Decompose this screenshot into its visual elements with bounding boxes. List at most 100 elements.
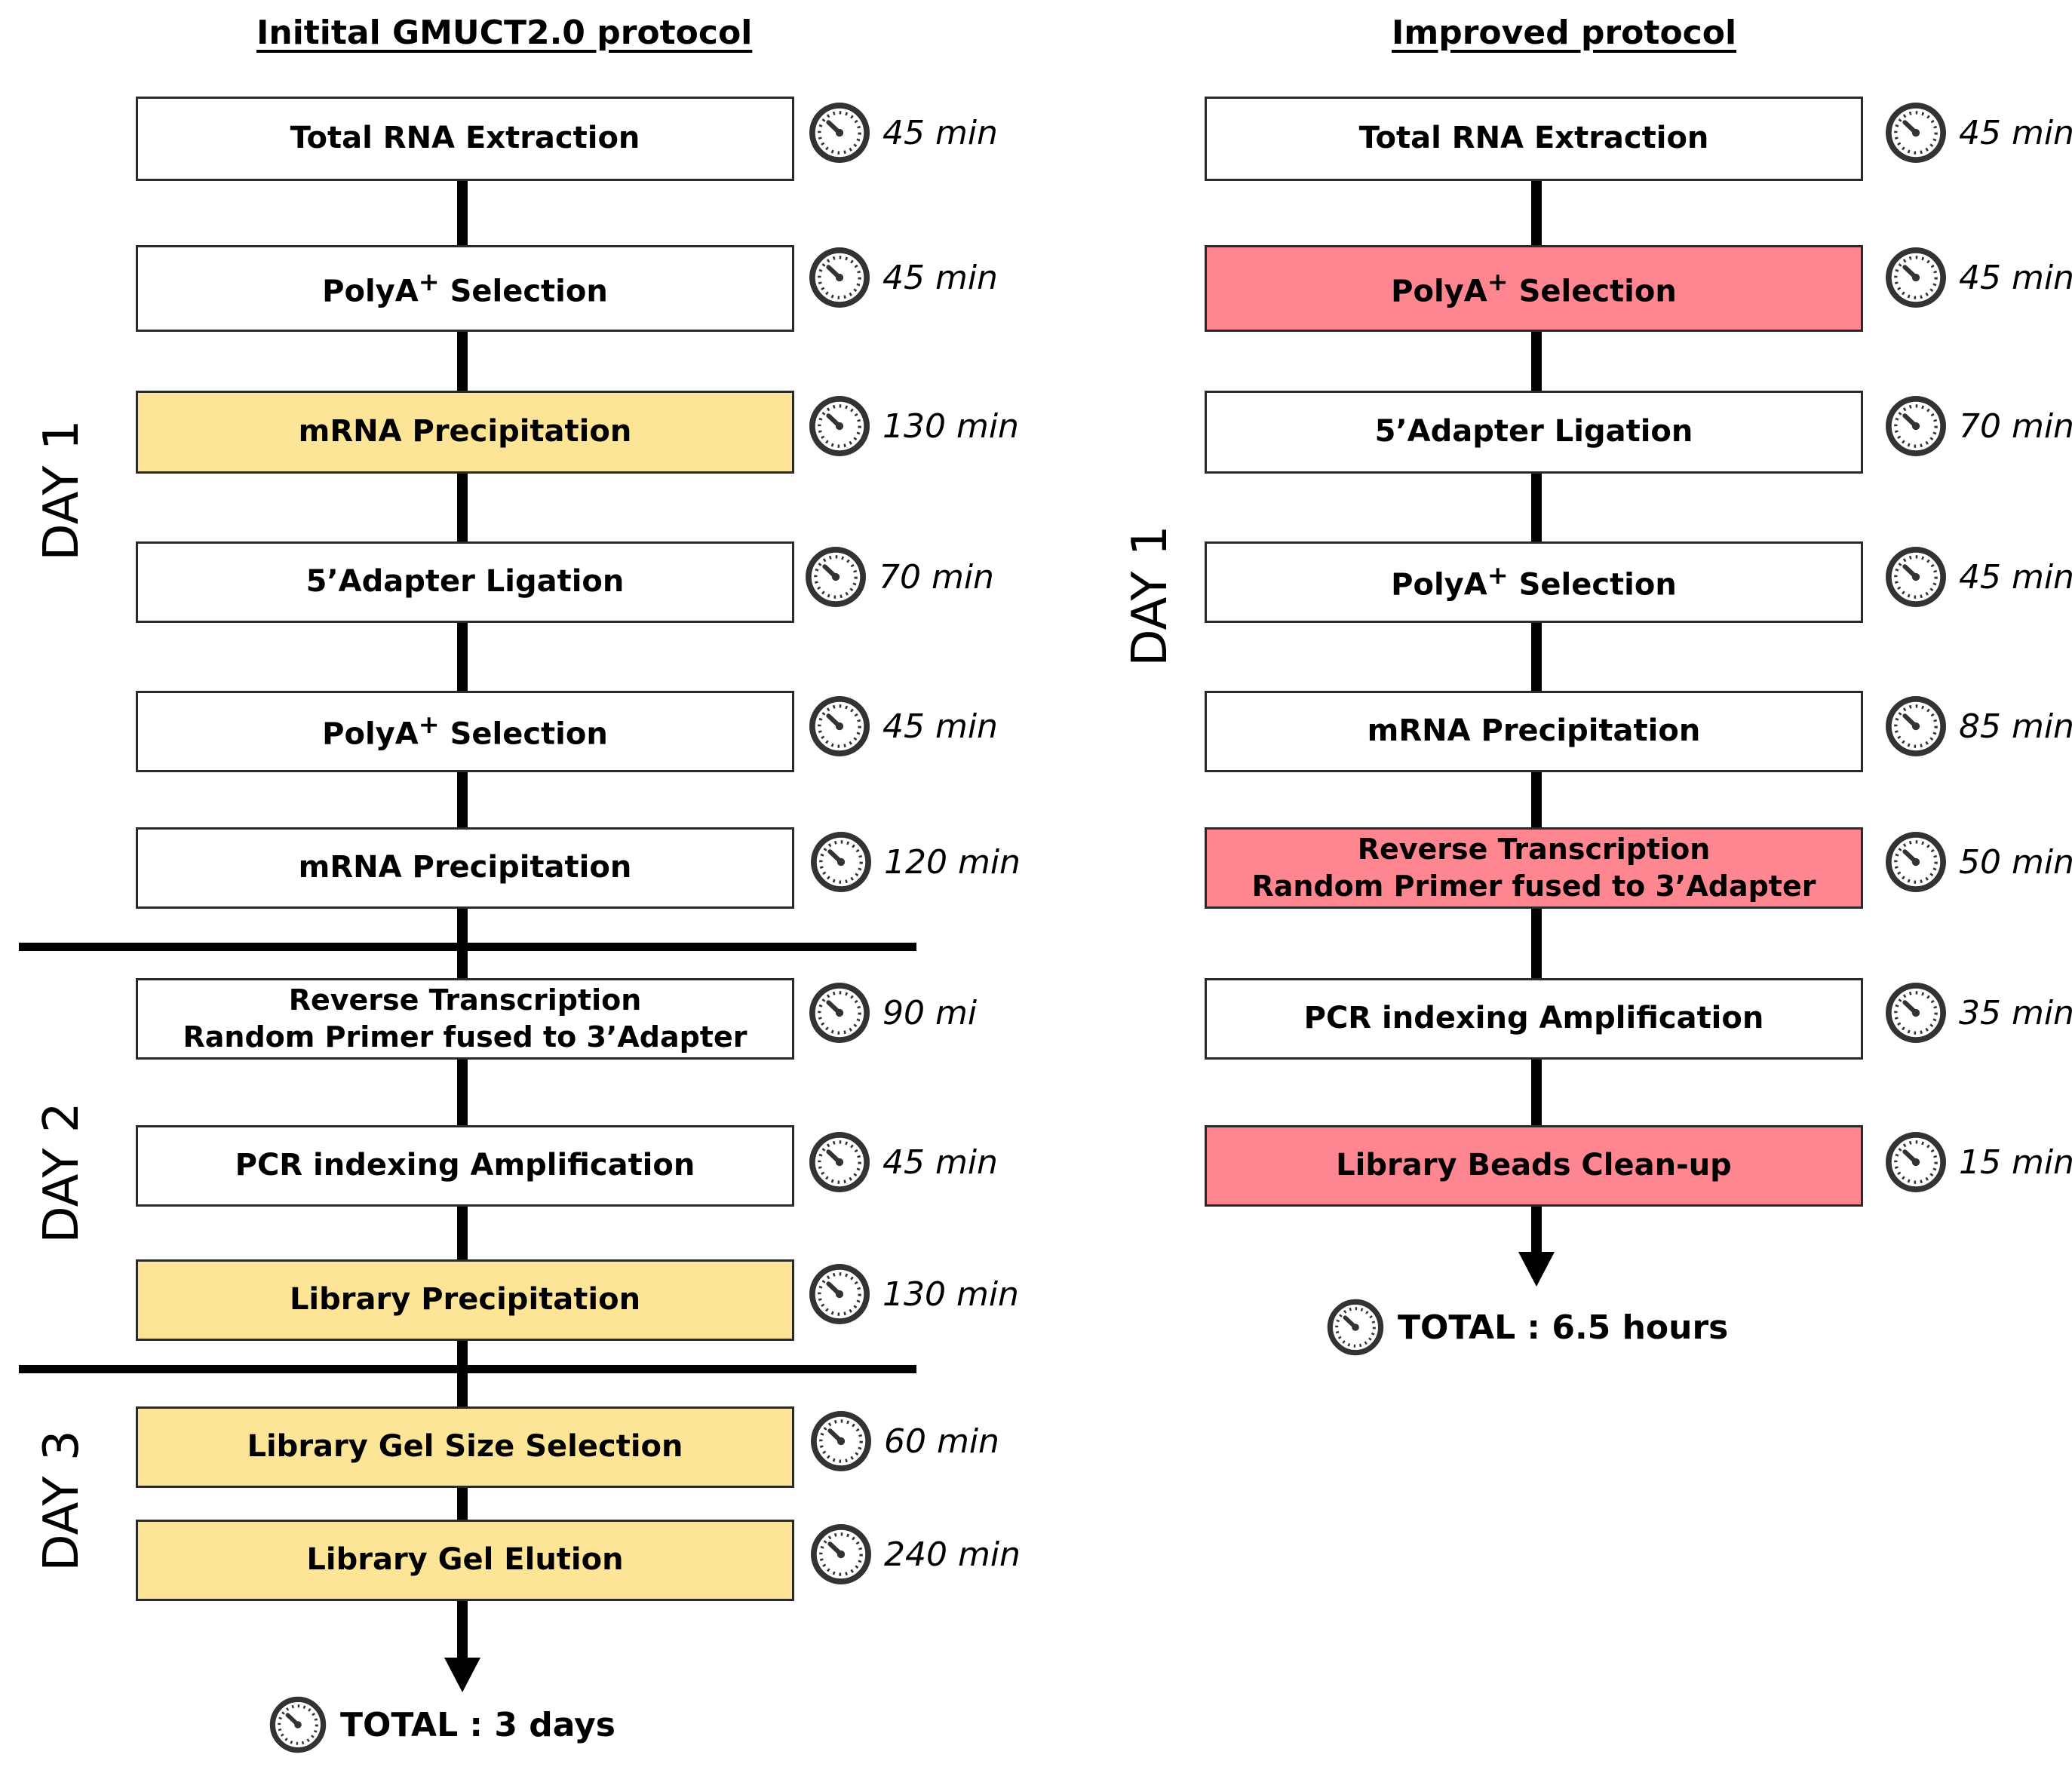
- step-time-label: 45 min: [1959, 113, 2072, 152]
- step-time-label: 45 min: [883, 113, 998, 152]
- day2-day3-divider: [19, 1365, 916, 1373]
- stopwatch-icon: [1883, 830, 1948, 894]
- stopwatch-icon: [1883, 100, 1948, 165]
- step-time-label: 70 min: [879, 557, 994, 597]
- stopwatch-icon: [1883, 394, 1948, 459]
- left-step-time: 60 min: [809, 1409, 999, 1474]
- step-time-label: 240 min: [884, 1535, 1021, 1574]
- right-step-time: 45 min: [1883, 544, 2072, 609]
- stopwatch-icon: [807, 394, 872, 459]
- right-step-pcr-indexing-amplification: PCR indexing Amplification: [1205, 978, 1863, 1060]
- left-step-total-rna-extraction: Total RNA Extraction: [136, 97, 794, 181]
- stopwatch-icon: [1883, 544, 1948, 609]
- left-step-time: 130 min: [807, 394, 1019, 459]
- right-step-library-beads-clean-up: Library Beads Clean-up: [1205, 1125, 1863, 1207]
- stopwatch-icon: [809, 1409, 873, 1474]
- step-label: Total RNA Extraction: [1358, 121, 1709, 156]
- left-total-label: TOTAL : 3 days: [340, 1705, 615, 1744]
- step-time-label: 45 min: [1959, 258, 2072, 297]
- left-step-time: 90 mi: [807, 980, 977, 1045]
- stopwatch-icon: [807, 694, 872, 759]
- step-time-label: 45 min: [883, 707, 998, 746]
- right-total: TOTAL : 6.5 hours: [1325, 1297, 1728, 1357]
- step-time-label: 35 min: [1959, 993, 2072, 1032]
- right-step-time: 50 min: [1883, 830, 2072, 894]
- step-label: PolyA+ Selection: [1391, 560, 1677, 603]
- stopwatch-icon: [807, 100, 872, 165]
- step-label: Total RNA Extraction: [290, 121, 640, 156]
- right-step-time: 45 min: [1883, 100, 2072, 165]
- left-step-time: 130 min: [807, 1262, 1019, 1327]
- right-total-label: TOTAL : 6.5 hours: [1398, 1308, 1729, 1347]
- step-time-label: 120 min: [884, 842, 1021, 882]
- left-day1-label: DAY 1: [34, 419, 90, 561]
- left-step-library-gel-elution: Library Gel Elution: [136, 1520, 794, 1601]
- right-flow-arrowhead: [1518, 1252, 1555, 1287]
- right-step-time: 15 min: [1883, 1130, 2072, 1195]
- left-step-5-adapter-ligation: 5’Adapter Ligation: [136, 541, 794, 623]
- right-step-time: 70 min: [1883, 394, 2072, 459]
- left-step-polya-selection-2: PolyA+ Selection: [136, 691, 794, 772]
- right-step-time: 35 min: [1883, 980, 2072, 1045]
- day1-day2-divider: [19, 943, 916, 951]
- step-label: PCR indexing Amplification: [1303, 1001, 1764, 1036]
- left-step-pcr-indexing-amplification: PCR indexing Amplification: [136, 1125, 794, 1207]
- step-time-label: 45 min: [883, 1143, 998, 1182]
- step-label: PolyA+ Selection: [322, 710, 608, 752]
- step-label: 5’Adapter Ligation: [1374, 414, 1693, 449]
- step-time-label: 70 min: [1959, 406, 2072, 446]
- stopwatch-icon: [809, 1522, 873, 1587]
- stopwatch-icon: [268, 1695, 328, 1755]
- stopwatch-icon: [807, 245, 872, 310]
- step-time-label: 85 min: [1959, 707, 2072, 746]
- stopwatch-icon: [1883, 1130, 1948, 1195]
- left-step-time: 45 min: [807, 694, 998, 759]
- stopwatch-icon: [807, 980, 872, 1045]
- step-label: PolyA+ Selection: [322, 266, 608, 309]
- left-step-time: 240 min: [809, 1522, 1021, 1587]
- right-step-polya-selection-1: PolyA+ Selection: [1205, 245, 1863, 332]
- left-step-time: 70 min: [803, 544, 994, 609]
- step-time-label: 130 min: [883, 406, 1019, 446]
- right-day1-label: DAY 1: [1122, 525, 1178, 667]
- step-time-label: 130 min: [883, 1274, 1019, 1314]
- step-label: Library Gel Size Selection: [247, 1429, 683, 1465]
- step-label: mRNA Precipitation: [298, 850, 632, 885]
- step-time-label: 15 min: [1959, 1143, 2072, 1182]
- step-label: mRNA Precipitation: [1367, 713, 1701, 749]
- stopwatch-icon: [1883, 980, 1948, 1045]
- left-step-library-gel-size-selection: Library Gel Size Selection: [136, 1406, 794, 1488]
- stopwatch-icon: [1883, 245, 1948, 310]
- right-step-time: 45 min: [1883, 245, 2072, 310]
- left-step-library-precipitation: Library Precipitation: [136, 1259, 794, 1341]
- stopwatch-icon: [1325, 1297, 1386, 1357]
- left-step-mrna-precipitation-1: mRNA Precipitation: [136, 391, 794, 474]
- right-step-5-adapter-ligation: 5’Adapter Ligation: [1205, 391, 1863, 474]
- stopwatch-icon: [807, 1130, 872, 1195]
- left-step-mrna-precipitation-2: mRNA Precipitation: [136, 827, 794, 909]
- left-step-polya-selection-1: PolyA+ Selection: [136, 245, 794, 332]
- stopwatch-icon: [803, 544, 868, 609]
- left-step-time: 120 min: [809, 830, 1021, 894]
- left-flow-arrowhead: [444, 1658, 480, 1692]
- left-step-time: 45 min: [807, 1130, 998, 1195]
- step-label: Library Precipitation: [289, 1282, 641, 1317]
- left-day2-label: DAY 2: [34, 1102, 90, 1244]
- step-label: mRNA Precipitation: [298, 414, 632, 449]
- step-label: PolyA+ Selection: [1391, 266, 1677, 309]
- step-label: Library Gel Elution: [306, 1542, 624, 1578]
- left-day3-label: DAY 3: [34, 1430, 90, 1572]
- right-protocol-title: Improved protocol: [1392, 14, 1737, 52]
- step-label: PCR indexing Amplification: [235, 1148, 695, 1183]
- step-time-label: 45 min: [883, 258, 998, 297]
- left-protocol-title: Initital GMUCT2.0 protocol: [256, 14, 753, 52]
- right-step-total-rna-extraction: Total RNA Extraction: [1205, 97, 1863, 181]
- right-step-mrna-precipitation: mRNA Precipitation: [1205, 691, 1863, 772]
- step-label: 5’Adapter Ligation: [305, 564, 625, 600]
- left-step-time: 45 min: [807, 245, 998, 310]
- step-time-label: 90 mi: [883, 993, 978, 1032]
- stopwatch-icon: [809, 830, 873, 894]
